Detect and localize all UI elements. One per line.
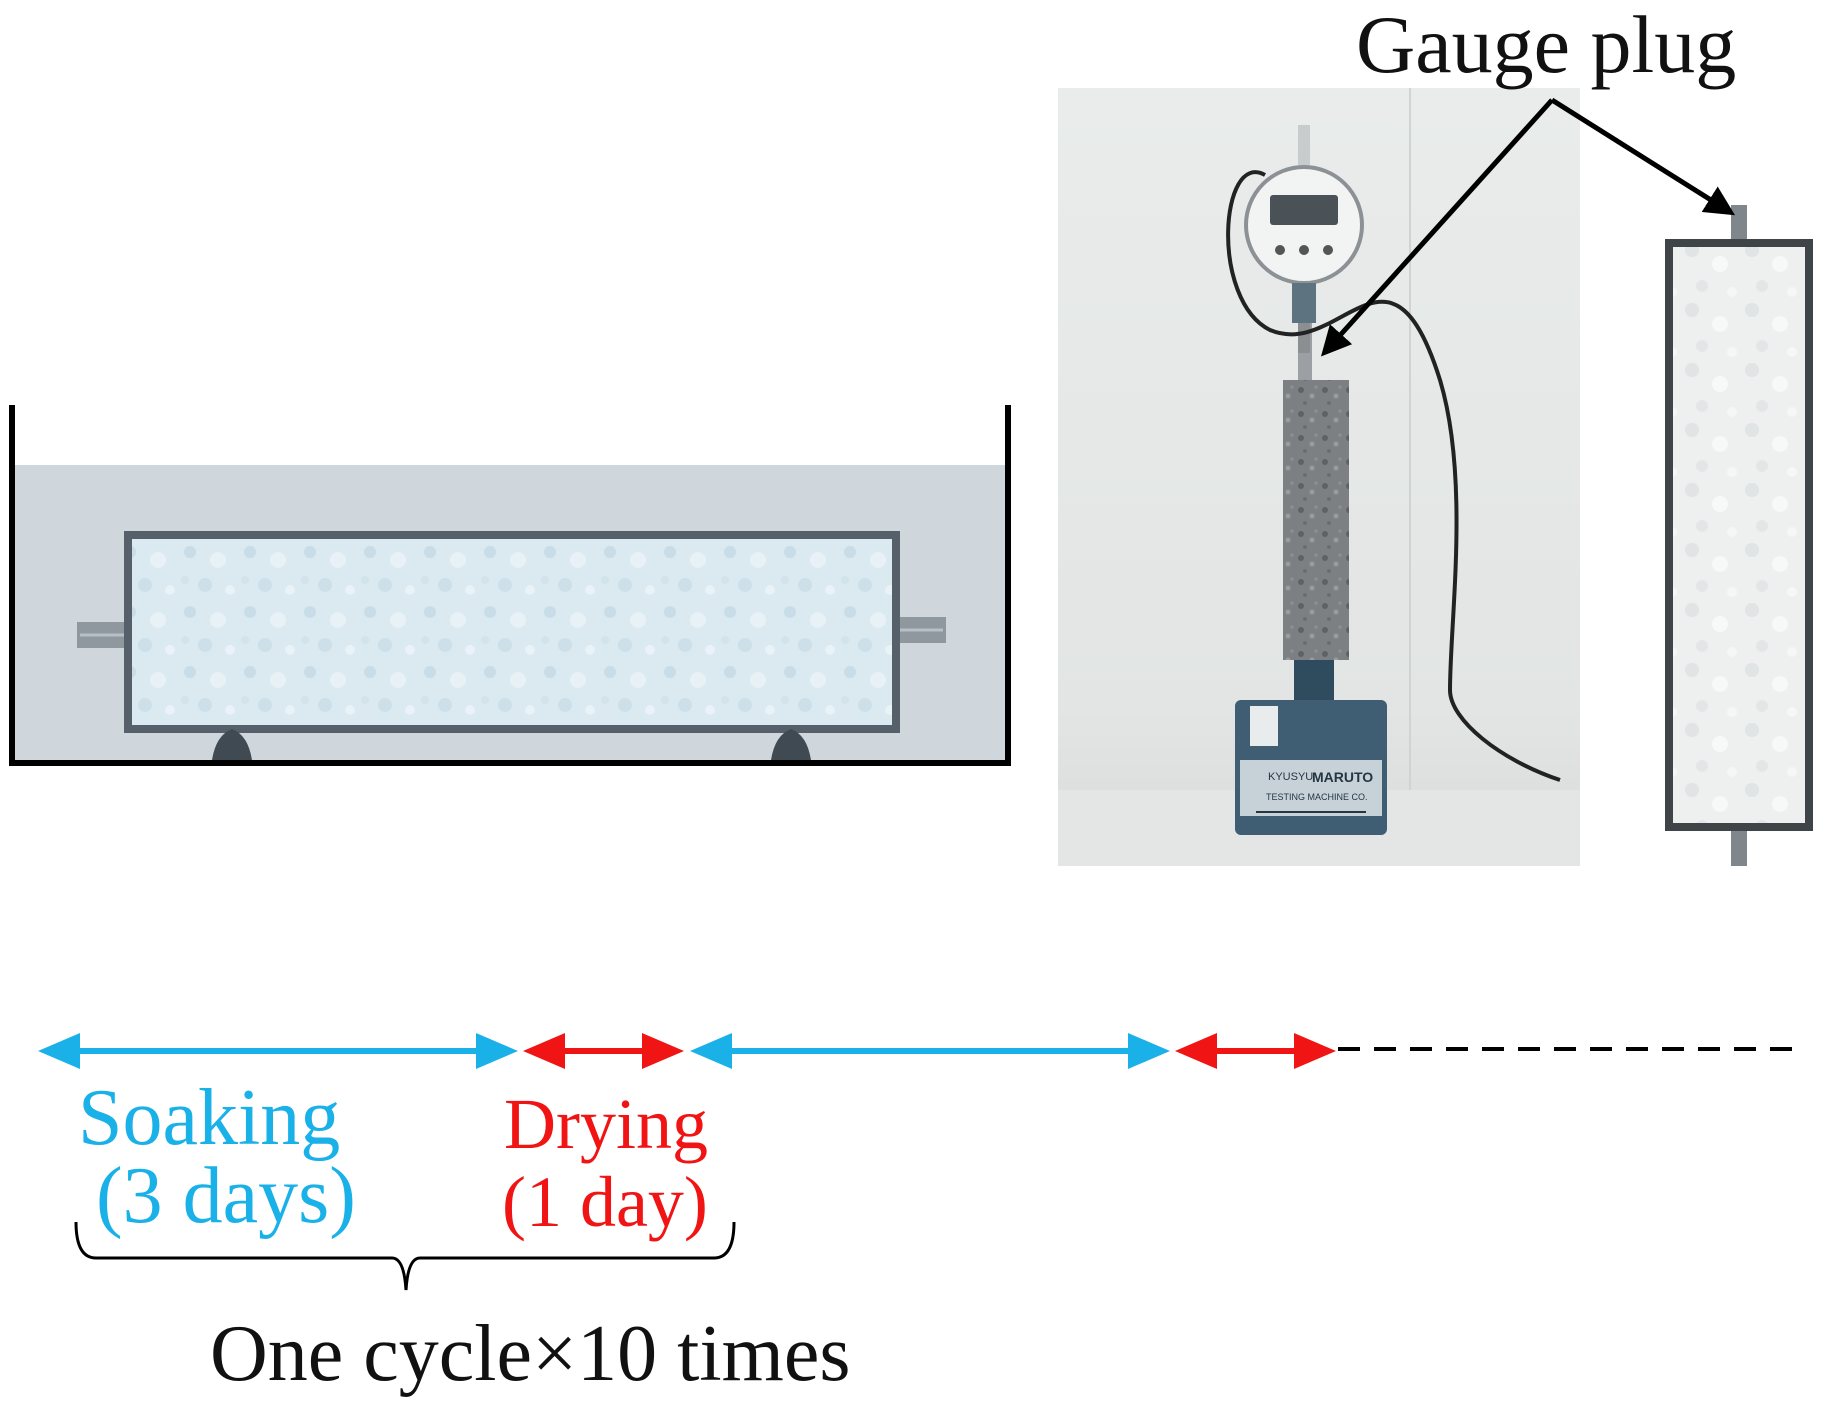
soaking-arrow-2 [690,1033,1170,1069]
cycle-label: One cycle×10 times [210,1310,850,1398]
soaking-duration-label: (3 days) [96,1152,356,1240]
upright-specimen [1665,239,1813,831]
soaking-tank [9,405,1011,766]
soaking-arrow-1 [38,1033,518,1069]
drying-label: Drying [504,1084,708,1164]
drying-duration-label: (1 day) [502,1162,708,1242]
concrete-specimen-photo [1283,380,1349,660]
maker-label: TESTING MACHINE CO. [1266,792,1368,802]
drying-arrow-1 [523,1033,684,1069]
right-support [771,729,811,760]
soaking-label: Soaking [78,1074,340,1162]
gauge-cable [1226,170,1561,782]
gauge-plug-callout: Gauge plug [1320,0,1736,357]
length-measurement-photo: KYUSYU MARUTO TESTING MACHINE CO. [1058,88,1580,866]
tank-walls [9,405,1011,766]
cycle-brace [74,1221,736,1291]
drying-arrow-2 [1175,1033,1336,1069]
callout-arrow-to-photo [1320,98,1554,357]
cycle-timeline [38,1033,1800,1069]
brand-label: MARUTO [1312,769,1373,785]
soaking-specimen [124,531,900,733]
gauge-plug-label: Gauge plug [1356,0,1736,90]
brand-prefix-label: KYUSYU [1268,771,1313,783]
callout-arrow-to-specimen [1550,97,1736,216]
specimen-with-gauge-plugs [1665,205,1813,866]
bottom-gauge-plug [1731,826,1747,866]
left-support [212,729,252,760]
